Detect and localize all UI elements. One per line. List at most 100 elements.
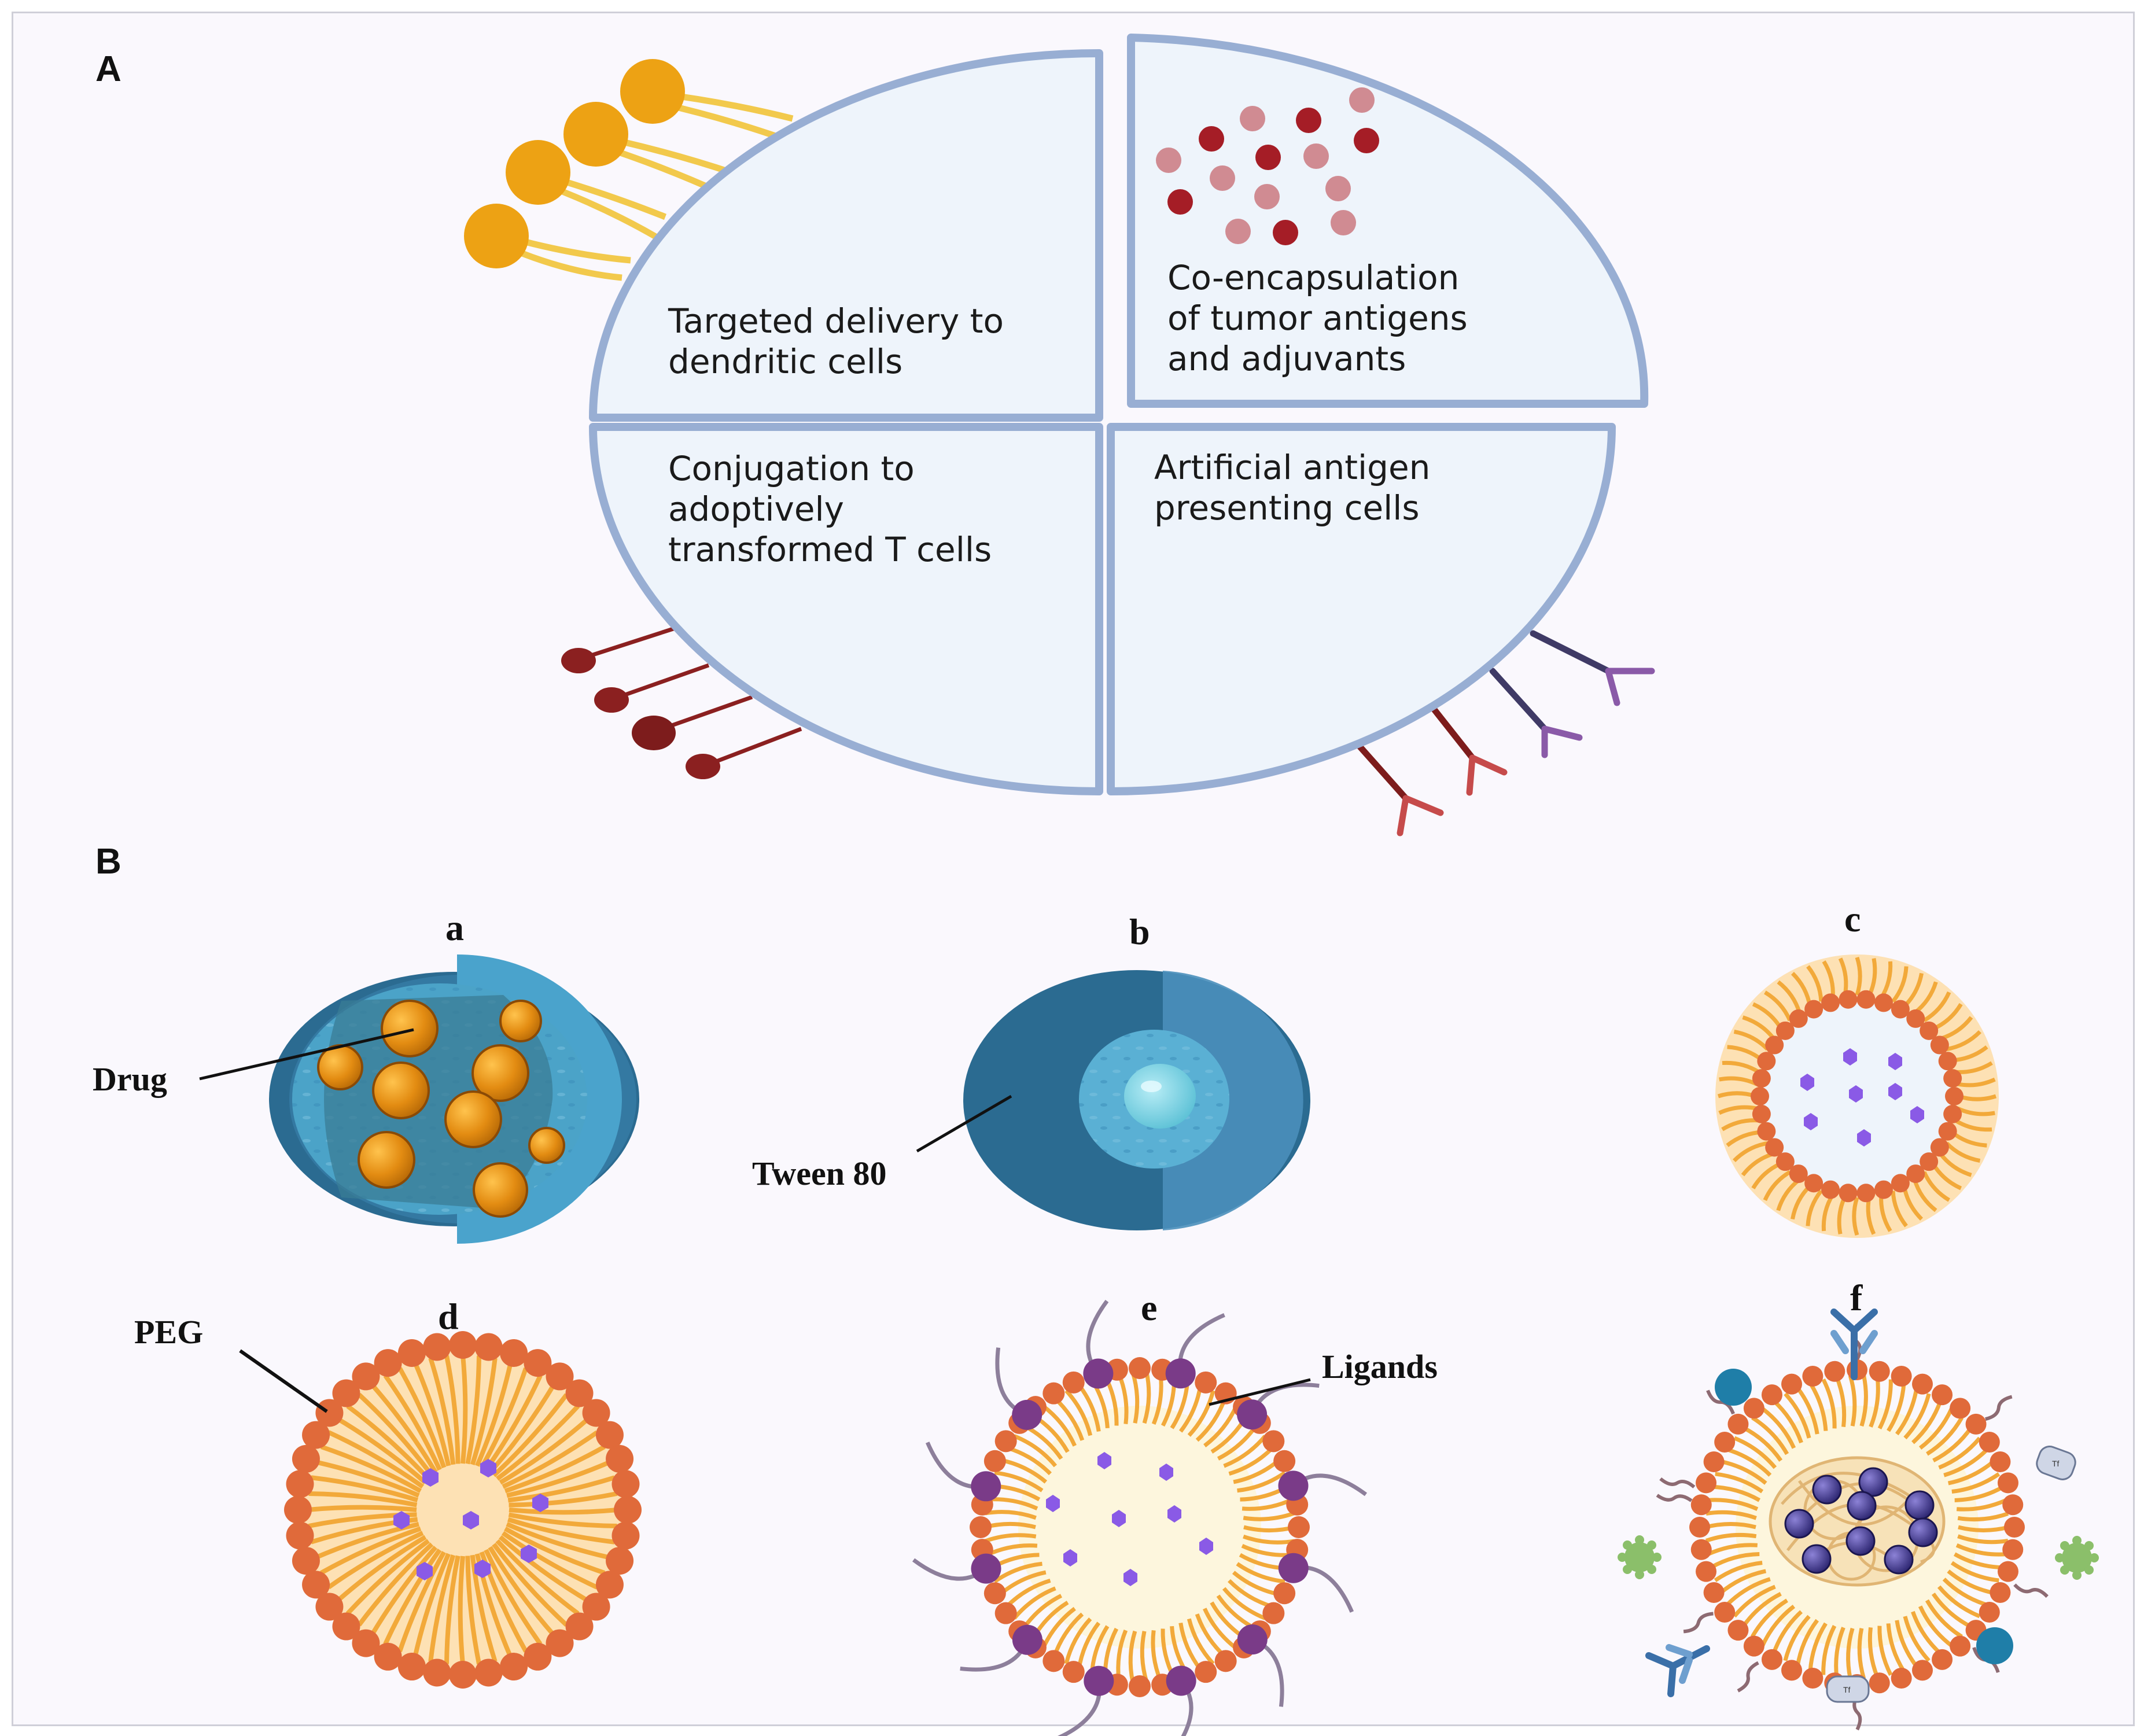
lipid-head: [1757, 1122, 1776, 1141]
lipid-tail: [1947, 1459, 1995, 1486]
lipid-tail: [311, 1475, 418, 1503]
lipid-tail: [1957, 1106, 1995, 1116]
lipid-tail: [484, 1549, 543, 1646]
lipid-head: [302, 1571, 330, 1599]
lipid-tail: [1726, 1447, 1772, 1477]
lipid-head: [1945, 1087, 1964, 1105]
lipid-head: [1965, 1413, 1987, 1435]
ligand-head: [1166, 1665, 1196, 1696]
lipid-tail: [1932, 1426, 1973, 1462]
lipid-head: [1869, 1361, 1890, 1382]
ligands-label: Ligands: [1322, 1348, 1438, 1385]
quadrant-bottom-left-text: Conjugation to adoptively transformed T …: [668, 449, 992, 569]
lipid-tail: [1926, 1416, 1964, 1456]
lipid-tail: [475, 1362, 513, 1467]
targeting-ligands-orange: [464, 59, 794, 281]
lipid-tail: [506, 1459, 611, 1498]
lipid-head: [1930, 1035, 1949, 1055]
lipid-head: [606, 1547, 634, 1575]
lipid-head: [611, 1521, 640, 1550]
lipid-head: [1950, 1398, 1971, 1419]
lipid-tail: [1911, 1400, 1943, 1444]
lipid-head: [1714, 1602, 1736, 1623]
lipid-tail: [1733, 1436, 1777, 1469]
lipid-tail: [1877, 1379, 1893, 1429]
lipid-tail: [504, 1444, 606, 1494]
sub-label-a: a: [445, 907, 464, 948]
lipid-tail: [480, 1367, 528, 1469]
lipid-head: [1891, 1000, 1910, 1019]
lipid-head: [546, 1362, 574, 1391]
lipid-tail: [1938, 1436, 1981, 1470]
lipid-tail: [1957, 1512, 2009, 1522]
lipid-tail: [1953, 1552, 2003, 1570]
lipid-tail: [320, 1444, 422, 1493]
lipid-tail: [346, 1404, 430, 1481]
lipid-tail: [1946, 1030, 1981, 1052]
lipid-head: [1839, 1184, 1858, 1203]
lipid-head: [1930, 1138, 1949, 1157]
lipid-tail: [1764, 990, 1792, 1022]
lipid-head: [332, 1379, 360, 1407]
lipid-tail: [470, 1358, 498, 1465]
lipid-tail: [1821, 1378, 1837, 1429]
nanoparticle-a: [269, 954, 639, 1244]
lipid-tail: [1064, 1617, 1092, 1664]
lipid-head: [1906, 1164, 1925, 1184]
lipid-tail: [357, 1392, 434, 1477]
lipid-tail: [507, 1517, 615, 1545]
lipid-head: [1752, 1069, 1771, 1088]
tween-pointer: [916, 1094, 1012, 1153]
lipid-tail: [1808, 1622, 1828, 1672]
lipid-head: [983, 1450, 1006, 1472]
quadrant-top-right-text: Co-encapsulation of tumor antigens and a…: [1167, 258, 1478, 378]
lipid-tail: [1895, 1387, 1919, 1436]
ligand-head: [1012, 1624, 1042, 1655]
lipid-tail: [1064, 1389, 1093, 1436]
lipid-head: [1979, 1431, 2000, 1453]
lipid-head: [1062, 1661, 1085, 1683]
lipid-tail: [370, 1546, 437, 1637]
lipid-head: [474, 1333, 503, 1361]
lipid-head: [302, 1421, 330, 1449]
lipid-tail: [1877, 1626, 1893, 1676]
lipid-head: [1743, 1398, 1764, 1419]
lipid-head: [994, 1602, 1017, 1624]
lipid-head: [1802, 1667, 1823, 1689]
lipid-tail: [1923, 991, 1951, 1023]
lipid-tail: [1925, 1599, 1963, 1639]
lipid-head: [1891, 1667, 1912, 1689]
lipid-tail: [1751, 1416, 1789, 1455]
lipid-tail: [1005, 1578, 1051, 1608]
peg-chain: [2013, 1583, 2049, 1598]
lipid-tail: [1931, 1593, 1972, 1629]
lipid-head: [1765, 1035, 1784, 1055]
lipid-head: [1752, 1104, 1771, 1123]
lipid-tail: [1895, 1620, 1918, 1668]
ligand-head: [1083, 1358, 1114, 1389]
lipid-tail: [1720, 1459, 1767, 1485]
lipid-head: [1743, 1635, 1764, 1657]
lipid-tail: [1223, 1435, 1267, 1468]
tween-label: Tween 80: [752, 1155, 887, 1192]
peg-chain: [1706, 1389, 1735, 1415]
lipid-tail: [1760, 1605, 1796, 1647]
green-ligand-left: [1618, 1535, 1662, 1579]
ligand-head: [1237, 1624, 1268, 1655]
lipid-head: [565, 1379, 594, 1407]
lipid-tail: [1918, 1605, 1953, 1647]
lipid-head: [1950, 1635, 1971, 1657]
lipid-tail: [412, 1553, 451, 1658]
lipid-head: [1920, 1021, 1939, 1040]
lipid-head: [292, 1444, 320, 1473]
lipid-head: [1690, 1539, 1712, 1560]
lipid-tail: [444, 1355, 461, 1464]
sub-label-f: f: [1850, 1277, 1863, 1318]
lipid-tail: [1228, 1446, 1274, 1476]
lipid-tail: [444, 1555, 461, 1664]
liposome-f: Tf Tf: [1618, 1309, 2099, 1731]
lipid-tail: [397, 1551, 446, 1653]
payload-c: [1800, 1048, 1924, 1147]
lipid-tail: [1718, 1105, 1757, 1115]
nanoparticle-b: [963, 970, 1310, 1230]
